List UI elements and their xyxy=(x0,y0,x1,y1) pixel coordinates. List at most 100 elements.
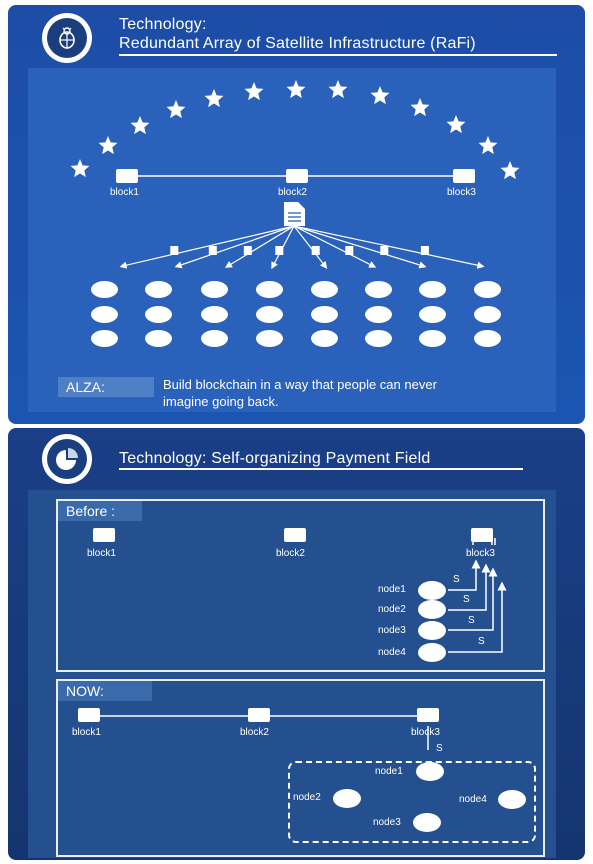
storage-node xyxy=(91,281,118,298)
rafi-block-label-1: block1 xyxy=(110,187,139,198)
star-icon xyxy=(370,86,390,105)
storage-node xyxy=(311,330,338,347)
before-node-label-4: node4 xyxy=(378,647,406,658)
before-block-label-2: block2 xyxy=(276,548,305,559)
now-node-label-1: node1 xyxy=(375,766,403,777)
storage-node xyxy=(201,306,228,323)
rafi-block-3 xyxy=(453,169,475,183)
now-node-2 xyxy=(333,789,361,808)
now-block-label-2: block2 xyxy=(240,727,269,738)
before-tag: Before : xyxy=(58,501,142,521)
before-node-label-2: node2 xyxy=(378,604,406,615)
now-box xyxy=(56,679,545,857)
fan-arrow xyxy=(119,225,295,269)
now-node-label-4: node4 xyxy=(459,794,487,805)
storage-node xyxy=(365,330,392,347)
storage-node xyxy=(419,306,446,323)
satellite-stars xyxy=(70,80,520,180)
storage-node xyxy=(311,281,338,298)
storage-node xyxy=(365,306,392,323)
small-document-icon xyxy=(243,246,252,255)
now-node-1 xyxy=(416,762,444,781)
rafi-badge xyxy=(42,13,92,63)
small-document-icon xyxy=(420,246,429,255)
small-document-icon xyxy=(345,246,354,255)
storage-node xyxy=(256,281,283,298)
storage-node xyxy=(91,306,118,323)
star-icon xyxy=(98,136,118,155)
storage-node xyxy=(201,281,228,298)
storage-node xyxy=(256,330,283,347)
star-icon xyxy=(166,100,186,119)
small-document-icon xyxy=(275,246,284,255)
alza-label: ALZA: xyxy=(58,377,154,397)
star-icon xyxy=(204,89,224,108)
before-block-label-3: block3 xyxy=(466,548,495,559)
fan-arrow xyxy=(293,225,328,269)
fan-arrow xyxy=(293,225,377,268)
fan-arrow xyxy=(271,225,295,270)
storage-node xyxy=(145,306,172,323)
now-node-label-2: node2 xyxy=(293,792,321,803)
before-block-2 xyxy=(284,528,306,542)
fan-arrow xyxy=(224,225,295,268)
now-pay-symbol: S xyxy=(436,743,443,754)
pie-chart-icon xyxy=(56,448,78,470)
star-icon xyxy=(286,80,306,99)
document-icon xyxy=(284,202,305,226)
before-node-2 xyxy=(418,600,446,619)
rafi-title-line2: Redundant Array of Satellite Infrastruct… xyxy=(119,35,476,52)
star-icon xyxy=(328,80,348,99)
before-node-label-1: node1 xyxy=(378,584,406,595)
storage-node xyxy=(311,306,338,323)
now-node-3 xyxy=(413,813,441,832)
now-block-3 xyxy=(417,708,439,722)
payment-diagram-panel: Before : block1 block2 block3 node1 node… xyxy=(28,490,556,858)
fan-arrow xyxy=(293,225,427,269)
now-node-label-3: node3 xyxy=(373,817,401,828)
before-node-label-3: node3 xyxy=(378,625,406,636)
now-tag: NOW: xyxy=(58,681,152,701)
small-document-icon xyxy=(311,246,320,255)
star-icon xyxy=(446,115,466,134)
payment-field-boundary xyxy=(288,761,536,843)
rafi-block-1 xyxy=(116,169,138,183)
before-pay-symbol-1: S xyxy=(453,574,460,585)
storage-node xyxy=(419,330,446,347)
storage-node xyxy=(91,330,118,347)
storage-node xyxy=(256,306,283,323)
payment-title-underline xyxy=(119,468,523,470)
bug-icon xyxy=(59,27,75,49)
rafi-block-2 xyxy=(286,169,308,183)
payment-badge xyxy=(42,434,92,484)
rafi-block-label-3: block3 xyxy=(447,187,476,198)
title-underline xyxy=(119,54,557,56)
storage-node xyxy=(474,306,501,323)
star-icon xyxy=(410,98,430,117)
rafi-title-line1: Technology: xyxy=(119,16,207,33)
now-block-label-3: block3 xyxy=(411,727,440,738)
storage-node xyxy=(201,330,228,347)
small-document-icon xyxy=(380,246,389,255)
star-icon xyxy=(130,116,150,135)
before-pay-symbol-3: S xyxy=(468,615,475,626)
before-payment-arrows xyxy=(448,534,507,653)
storage-node xyxy=(419,281,446,298)
star-icon xyxy=(70,159,90,178)
now-block-1 xyxy=(78,708,100,722)
now-chain-line xyxy=(88,715,429,750)
storage-node xyxy=(474,330,501,347)
before-node-3 xyxy=(418,621,446,640)
star-icon xyxy=(500,161,520,180)
fan-arrow xyxy=(174,225,295,269)
rafi-diagram-panel: block1 block2 block3 ALZA: Build blockch… xyxy=(28,68,556,412)
fan-arrow xyxy=(293,225,485,269)
small-document-icon xyxy=(170,246,179,255)
before-pay-symbol-4: S xyxy=(478,636,485,647)
star-icon xyxy=(244,82,264,101)
alza-text-line1: Build blockchain in a way that people ca… xyxy=(163,377,437,392)
storage-node xyxy=(145,281,172,298)
before-pay-symbol-2: S xyxy=(463,594,470,605)
now-node-4 xyxy=(498,790,526,809)
before-block-3 xyxy=(471,528,493,542)
